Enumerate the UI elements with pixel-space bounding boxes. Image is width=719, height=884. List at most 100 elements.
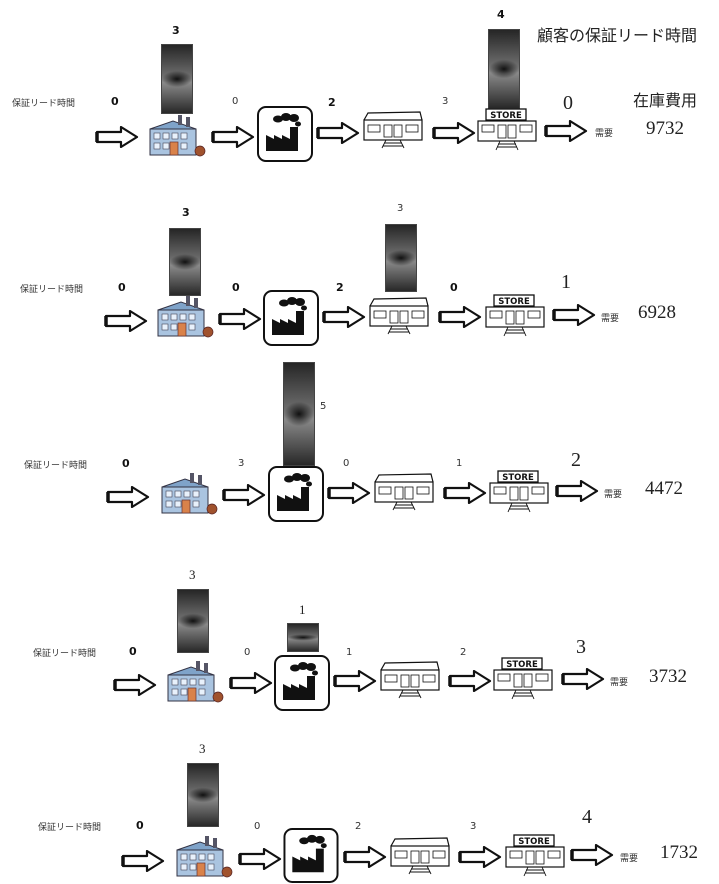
demand-label: 需要 — [610, 675, 628, 688]
supplier-safety-stock-bar — [187, 763, 219, 827]
plant-lead-time: 0 — [343, 458, 349, 469]
warehouse-icon — [371, 472, 437, 512]
supplier-factory-icon — [172, 836, 234, 880]
flow-arrow — [327, 482, 371, 504]
warehouse-lead-time: 3 — [442, 96, 448, 107]
start-lead-time: 0 — [136, 819, 144, 832]
customer-lead-time: 0 — [563, 92, 573, 115]
flow-arrow — [333, 670, 377, 692]
supplier-bar-value: 3 — [172, 24, 180, 37]
supplier-safety-stock-bar — [177, 589, 209, 653]
warehouse-icon — [387, 836, 453, 876]
store-icon — [486, 470, 552, 514]
store-safety-stock-bar — [488, 29, 520, 109]
plant-icon — [273, 654, 331, 712]
inventory-cost-value: 3732 — [649, 666, 687, 688]
guarantee-lead-time-label: 保証リード時間 — [24, 458, 87, 471]
flow-arrow — [552, 304, 596, 326]
plant-icon — [262, 289, 320, 347]
supplier-safety-stock-bar — [169, 228, 201, 296]
guarantee-lead-time-label: 保証リード時間 — [33, 646, 96, 659]
store-icon — [502, 834, 568, 878]
flow-arrow — [113, 674, 157, 696]
supplier-safety-stock-bar — [161, 44, 193, 114]
flow-arrow — [222, 484, 266, 506]
supplier-lead-time: 0 — [232, 281, 240, 294]
supplier-factory-icon — [153, 296, 215, 340]
demand-label: 需要 — [604, 487, 622, 500]
flow-arrow — [218, 308, 262, 330]
warehouse-lead-time: 0 — [450, 281, 458, 294]
flow-arrow — [238, 848, 282, 870]
flow-arrow — [316, 122, 360, 144]
warehouse-icon — [377, 660, 443, 700]
supplier-bar-value: 3 — [182, 206, 190, 219]
supplier-lead-time: 0 — [254, 821, 260, 832]
flow-arrow — [555, 480, 599, 502]
start-lead-time: 0 — [111, 95, 119, 108]
flow-arrow — [211, 126, 255, 148]
flow-arrow — [443, 482, 487, 504]
plant-bar-value: 5 — [320, 401, 326, 412]
supplier-bar-value: 3 — [189, 567, 196, 583]
demand-label: 需要 — [595, 126, 613, 139]
inventory-cost-value: 1732 — [660, 842, 698, 864]
plant-icon — [267, 465, 325, 523]
warehouse-icon — [360, 110, 426, 150]
warehouse-safety-stock-bar — [385, 224, 417, 292]
customer-lead-time-header: 顧客の保証リード時間 — [537, 22, 697, 46]
store-icon — [474, 108, 540, 152]
customer-lead-time: 3 — [576, 636, 586, 659]
plant-bar-value: 1 — [299, 602, 306, 618]
plant-icon — [256, 105, 314, 163]
flow-arrow — [458, 846, 502, 868]
flow-arrow — [322, 306, 366, 328]
supplier-factory-icon — [157, 473, 219, 517]
warehouse-lead-time: 2 — [460, 647, 466, 658]
warehouse-lead-time: 1 — [456, 458, 462, 469]
store-icon — [482, 294, 548, 338]
guarantee-lead-time-label: 保証リード時間 — [12, 96, 75, 109]
store-icon — [490, 657, 556, 701]
flow-arrow — [104, 310, 148, 332]
start-lead-time: 0 — [129, 645, 137, 658]
warehouse-icon — [366, 296, 432, 336]
flow-arrow — [343, 846, 387, 868]
plant-lead-time: 2 — [328, 96, 336, 109]
start-lead-time: 0 — [118, 281, 126, 294]
flow-arrow — [432, 122, 476, 144]
flow-arrow — [570, 844, 614, 866]
plant-lead-time: 2 — [355, 821, 361, 832]
plant-safety-stock-bar — [283, 362, 315, 466]
flow-arrow — [561, 668, 605, 690]
guarantee-lead-time-label: 保証リード時間 — [38, 820, 101, 833]
store-bar-value: 4 — [497, 8, 505, 21]
warehouse-bar-value: 3 — [397, 203, 403, 214]
plant-safety-stock-bar — [287, 623, 319, 652]
plant-lead-time: 1 — [346, 647, 352, 658]
flow-arrow — [95, 126, 139, 148]
flow-arrow — [448, 670, 492, 692]
flow-arrow — [106, 486, 150, 508]
demand-label: 需要 — [601, 311, 619, 324]
flow-arrow — [229, 672, 273, 694]
customer-lead-time: 1 — [561, 271, 571, 294]
flow-arrow — [544, 120, 588, 142]
inventory-cost-value: 4472 — [645, 478, 683, 500]
customer-lead-time: 2 — [571, 449, 581, 472]
customer-lead-time: 4 — [582, 806, 592, 829]
flow-arrow — [121, 850, 165, 872]
inventory-cost-header: 在庫費用 — [633, 87, 697, 111]
inventory-cost-value: 9732 — [646, 118, 684, 140]
warehouse-lead-time: 3 — [470, 821, 476, 832]
supplier-lead-time: 3 — [238, 458, 244, 469]
demand-label: 需要 — [620, 851, 638, 864]
start-lead-time: 0 — [122, 457, 130, 470]
inventory-cost-value: 6928 — [638, 302, 676, 324]
supplier-lead-time: 0 — [244, 647, 250, 658]
guarantee-lead-time-label: 保証リード時間 — [20, 282, 83, 295]
plant-lead-time: 2 — [336, 281, 344, 294]
supplier-factory-icon — [145, 115, 207, 159]
plant-icon — [282, 827, 340, 884]
supplier-factory-icon — [163, 661, 225, 705]
